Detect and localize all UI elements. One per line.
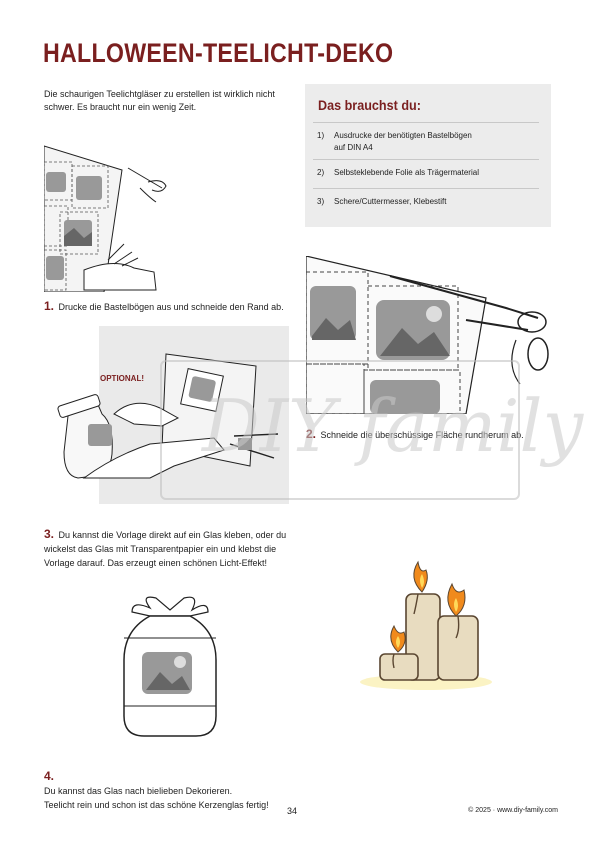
materials-item: 1) Ausdrucke der benötigten Bastelbögen … [313, 122, 539, 159]
step3-illustration [57, 326, 289, 504]
step-3: 3. Du kannst die Vorlage direkt auf ein … [44, 527, 296, 570]
optional-label: OPTIONAL! [100, 374, 144, 383]
step-number: 3. [44, 527, 55, 541]
materials-heading: Das brauchst du: [318, 97, 421, 113]
materials-item-text: Selbsteklebende Folie als Trägermaterial [334, 168, 479, 177]
materials-item-text: Ausdrucke der benötigten Bastelbögen auf… [334, 131, 472, 152]
page-title: HALLOWEEN-TEELICHT-DEKO [43, 38, 394, 68]
materials-item-number: 2) [317, 168, 325, 177]
materials-box: Das brauchst du: 1) Ausdrucke der benöti… [305, 84, 551, 227]
materials-list: 1) Ausdrucke der benötigten Bastelbögen … [313, 122, 539, 217]
step-text: Schneide die überschüssige Fläche rundhe… [320, 430, 524, 440]
page-number: 34 [287, 806, 298, 816]
step-text: Drucke die Bastelbögen aus und schneide … [58, 302, 284, 312]
watermark-logo: DIY family [160, 360, 583, 500]
intro-text: Die schaurigen Teelichtgläser zu erstell… [44, 89, 275, 112]
materials-item: 3) Schere/Cuttermesser, Klebestift [313, 188, 539, 217]
materials-item-number: 1) [317, 131, 325, 140]
materials-item: 2) Selbsteklebende Folie als Trägermater… [313, 159, 539, 188]
candles-illustration [360, 560, 492, 690]
step-number: 1. [44, 299, 55, 313]
step-4: 4. Du kannst das Glas nach bielieben Dek… [44, 755, 304, 812]
step1-illustration [44, 145, 167, 292]
step-text: Du kannst die Vorlage direkt auf ein Gla… [44, 530, 287, 568]
footer-copyright: © 2025 · www.diy-family.com [468, 807, 558, 814]
step4-illustration [123, 596, 217, 737]
step2-illustration [306, 256, 549, 414]
materials-item-number: 3) [317, 197, 325, 206]
materials-item-text: Schere/Cuttermesser, Klebestift [334, 197, 447, 206]
step-text: Du kannst das Glas nach bielieben Dekori… [44, 786, 269, 810]
step-1: 1. Drucke die Bastelbögen aus und schnei… [44, 299, 294, 314]
watermark-text: DIY family [202, 384, 584, 468]
step-2: 2. Schneide die überschüssige Fläche run… [306, 427, 551, 442]
step-number: 4. [44, 769, 55, 783]
step-number: 2. [306, 427, 317, 441]
